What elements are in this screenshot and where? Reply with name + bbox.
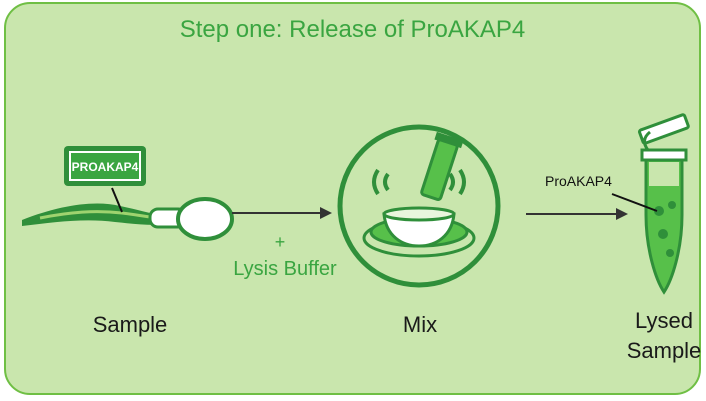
sample-label: Sample xyxy=(92,312,168,337)
arrow-sample-to-mix xyxy=(232,207,332,219)
proakap4-badge: PROAKAP4 xyxy=(64,146,146,186)
badge-text: PROAKAP4 xyxy=(72,160,139,174)
lysed-tube-icon xyxy=(611,113,690,295)
panel-title: Step one: Release of ProAKAP4 xyxy=(179,16,526,43)
arrow1-buffer-label: Lysis Buffer xyxy=(233,258,337,280)
mix-label: Mix xyxy=(402,312,438,337)
arrow-mix-to-lysed xyxy=(526,208,628,220)
tube-callout-label: ProAKAP4 xyxy=(545,173,612,189)
lysed-label-line1: Lysed xyxy=(635,308,693,333)
sperm-icon xyxy=(22,187,234,241)
mix-icon xyxy=(337,124,501,288)
arrow1-plus: + xyxy=(274,232,286,252)
lysed-label-line2: Sample xyxy=(626,338,702,363)
